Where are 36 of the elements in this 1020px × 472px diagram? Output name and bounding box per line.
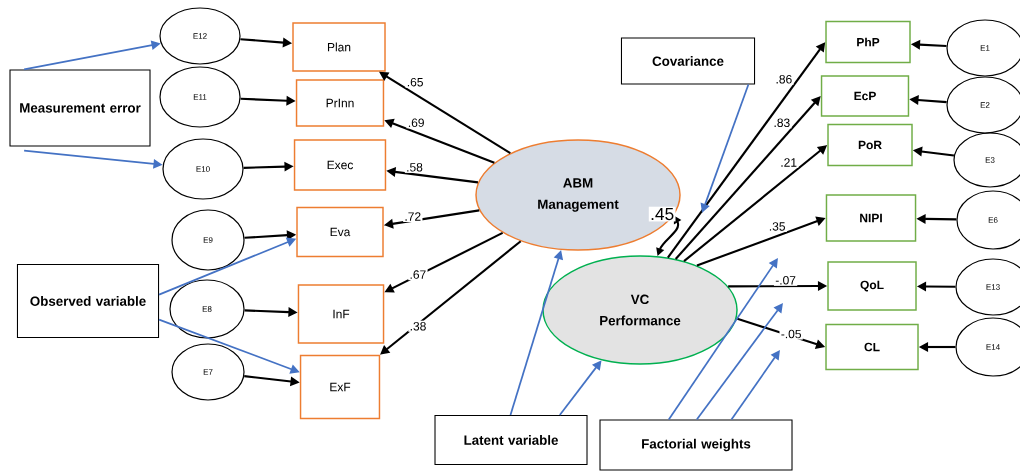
variable-box: Exec <box>293 139 387 191</box>
variable-box: PhP <box>825 20 911 64</box>
callout-box: Latent variable <box>434 414 588 466</box>
variable-box: Plan <box>292 22 386 72</box>
leader-arrow <box>730 350 780 421</box>
leader-arrow <box>700 83 750 213</box>
variable-box: PoR <box>827 123 913 167</box>
edge-label: .67 <box>408 269 428 281</box>
arrow <box>674 96 821 260</box>
edge-label: -.07 <box>773 274 798 286</box>
callout-box: Measurement error <box>9 69 151 147</box>
variable-box: Eva <box>296 206 384 258</box>
edge-label: .86 <box>774 73 794 85</box>
variable-box: QoL <box>827 261 917 311</box>
variable-box: ExF <box>299 354 381 420</box>
variable-box: NIPI <box>825 194 917 242</box>
variable-box: CL <box>825 323 919 371</box>
leader-arrow <box>695 303 783 421</box>
edge-label: .21 <box>779 156 799 168</box>
edge-label: .38 <box>408 320 428 332</box>
arrow <box>379 71 511 154</box>
edge-label: .35 <box>767 220 787 232</box>
leader-arrow <box>667 258 778 421</box>
callout-box: Observed variable <box>16 263 160 339</box>
edge-label: .65 <box>405 76 425 88</box>
arrow <box>380 240 522 355</box>
variable-box: InF <box>297 284 385 344</box>
edge-label: .83 <box>772 117 792 129</box>
edge-label: .58 <box>404 161 425 173</box>
edge-label: .72 <box>403 210 423 222</box>
variable-box: PrInn <box>295 79 385 127</box>
edge-label: -.05 <box>779 328 803 340</box>
callout-box: Factorial weights <box>599 419 793 471</box>
edge-label: .69 <box>406 117 426 129</box>
callout-box: Covariance <box>620 37 756 85</box>
variable-box: EcP <box>820 75 910 117</box>
